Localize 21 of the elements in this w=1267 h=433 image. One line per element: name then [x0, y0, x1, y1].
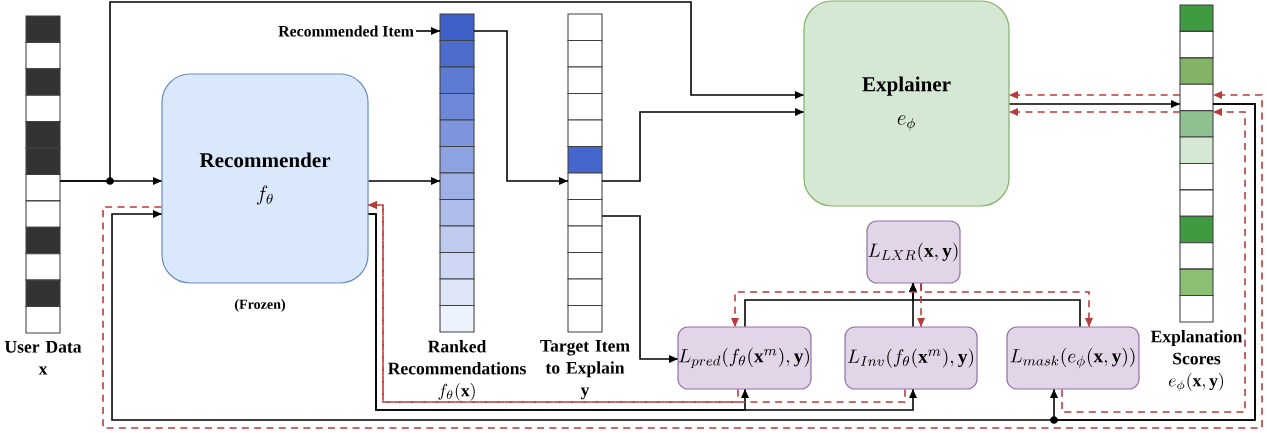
- arrow: [367, 177, 441, 185]
- pointer-label: Recommended Item: [278, 25, 414, 37]
- column-label: Explanation Scores $e_\phi(\mathbf{x},\mathbf{y})$: [1150, 330, 1243, 392]
- dashed-arrow: [1008, 91, 1181, 99]
- column-label: Target Item to Explain $\mathbf{y}$: [540, 340, 630, 400]
- arrow: [415, 27, 441, 35]
- arrow: [473, 30, 569, 185]
- model-box: Recommender $f_\theta$: [161, 73, 369, 284]
- arrow: [59, 1, 805, 182]
- loss-box: $L_{mask}(e_\phi(\mathbf{x},\mathbf{y}))$: [1006, 326, 1140, 390]
- arrow: [1008, 100, 1181, 108]
- dashed-arrow: [1008, 108, 1181, 116]
- arrow: [601, 215, 679, 363]
- loss-box: $L_{pred}(f_\theta(\mathbf{x}^m),\mathbf{y})$: [677, 326, 812, 390]
- arrow: [601, 108, 805, 182]
- note-text: (Frozen): [235, 299, 285, 312]
- column-label: User Data $\mathbf{x}$: [4, 341, 82, 375]
- loss-box: $L_{LXR}(\mathbf{x},\mathbf{y})$: [866, 220, 961, 284]
- model-box: Explainer $e_\phi$: [803, 0, 1010, 207]
- loss-box: $L_{Inv}(f_\theta(\mathbf{x}^m),\mathbf{y})$: [844, 326, 978, 390]
- column-label: Ranked Recommendations $f_\theta(\mathbf{x})$: [388, 340, 526, 401]
